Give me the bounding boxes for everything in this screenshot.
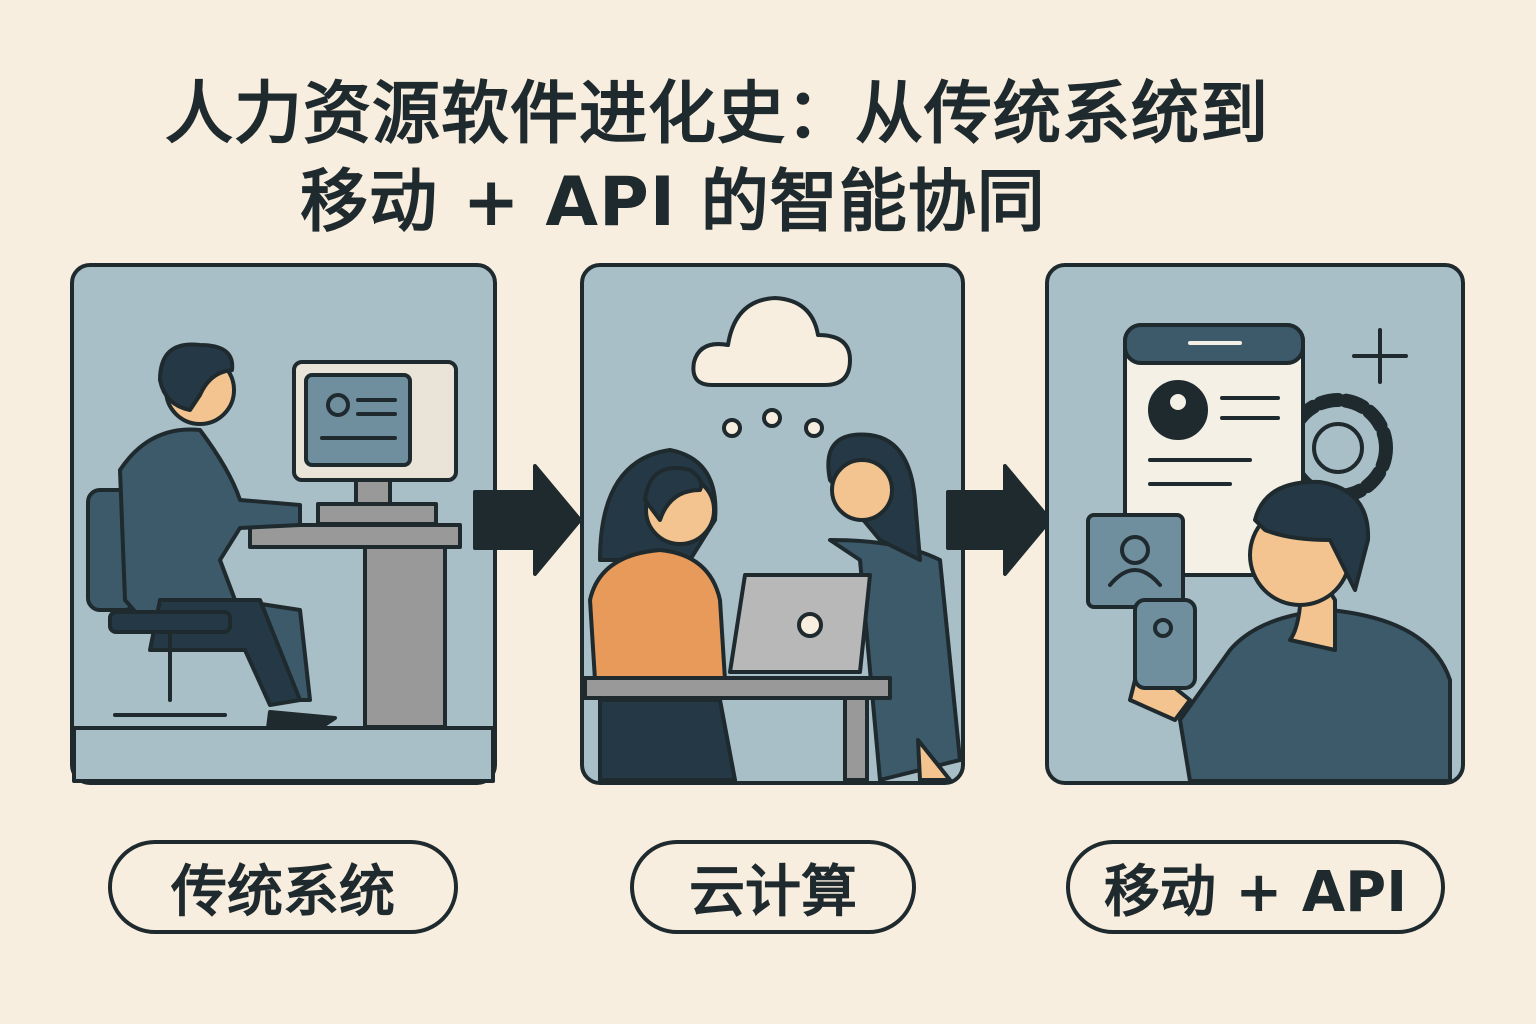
woman-right [826, 432, 962, 782]
smartphone-icon [1133, 598, 1197, 690]
arrow-right-icon [946, 464, 1052, 576]
phone-screen-profile-icon [1123, 323, 1305, 577]
stage-label-mobile-api: 移动 + API [1066, 840, 1445, 934]
desktop-computer-icon [292, 360, 458, 526]
arrow-right-icon [473, 464, 582, 576]
desk [248, 523, 462, 549]
gear-icon [1283, 393, 1393, 503]
stage-label-traditional: 传统系统 [108, 840, 458, 934]
title-line-2: 移动 + API 的智能协同 [300, 163, 1046, 242]
woman-left [588, 448, 737, 782]
plus-icon [1352, 328, 1408, 384]
user-card-icon [1086, 513, 1185, 609]
title-line-1: 人力资源软件进化史：从传统系统到 [165, 75, 1270, 154]
man-with-phone [1128, 479, 1452, 783]
panel-cloud-computing [580, 263, 965, 785]
man-at-desk [86, 342, 337, 730]
cloud-icon [691, 296, 852, 387]
stage-label-cloud: 云计算 [630, 840, 916, 934]
panel-mobile-api: + [1045, 263, 1465, 785]
panel-traditional-system [70, 263, 497, 785]
table [583, 676, 892, 700]
